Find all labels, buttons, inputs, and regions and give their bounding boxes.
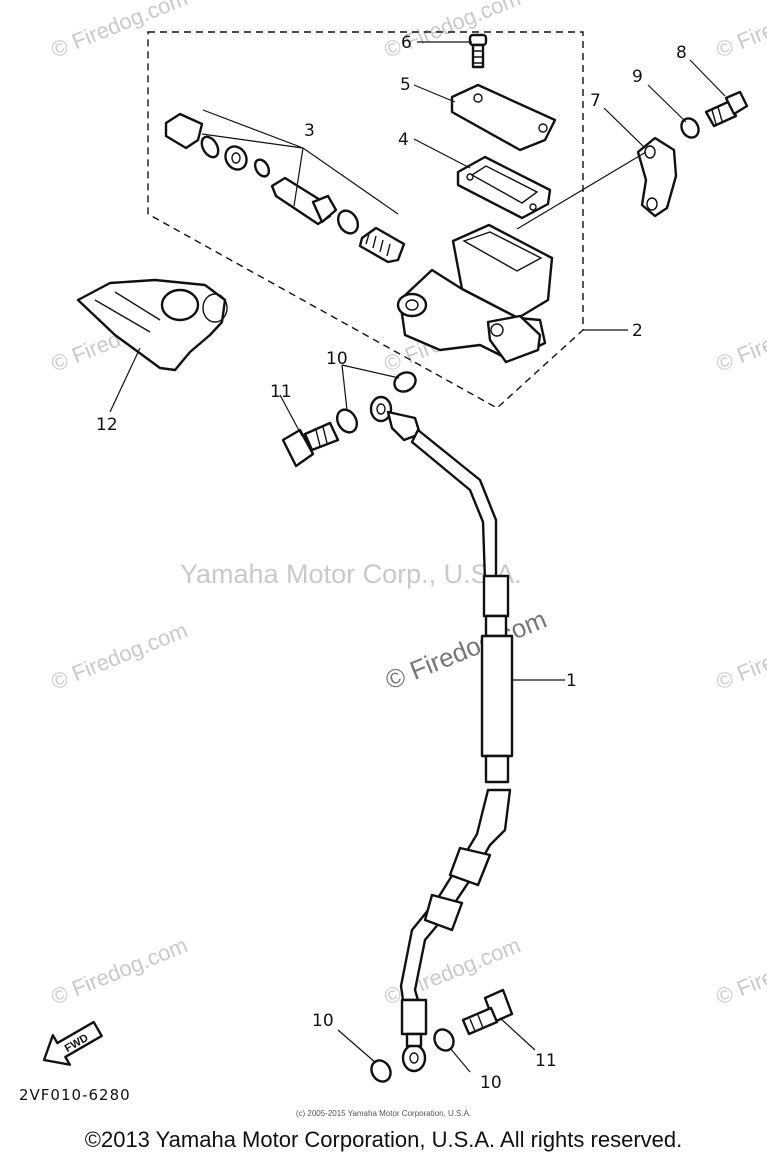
leader-11-bottom [499, 1017, 536, 1051]
leader-10-bottom-left [337, 1029, 377, 1064]
assembly-boundary [147, 31, 584, 409]
leader-12 [109, 347, 141, 413]
leader-5 [413, 84, 456, 103]
leader-10-bottom-right [449, 1047, 471, 1073]
small-copyright: (c) 2005-2015 Yamaha Motor Corporation, … [295, 1109, 472, 1118]
part-11-bolt-bottom [461, 988, 514, 1036]
part-10-washer [335, 408, 359, 434]
callout-9: 9 [632, 67, 643, 87]
callout-1: 1 [566, 671, 577, 691]
callout-7: 7 [590, 91, 601, 111]
fwd-arrow-icon: FWD [42, 1020, 103, 1066]
watermark-firedog: © Firedog.com [48, 0, 191, 63]
callout-3: 3 [304, 121, 315, 141]
part-9-washer [680, 117, 700, 139]
part-4-diaphragm [456, 155, 552, 220]
callout-10: 10 [312, 1011, 334, 1031]
callout-4: 4 [398, 130, 409, 150]
callout-10: 10 [480, 1073, 502, 1093]
leader-11-top [279, 394, 303, 437]
leader-9 [647, 84, 687, 123]
watermark-firedog-center: © Firedog.com [381, 604, 551, 696]
callout-6: 6 [401, 33, 412, 53]
leader-4 [413, 138, 471, 169]
callout-5: 5 [400, 75, 411, 95]
part-6-screw [468, 33, 488, 69]
callout-8: 8 [676, 43, 687, 63]
leader-10-top [341, 364, 400, 411]
part-2-master-cylinder [396, 223, 554, 364]
leader-3 [201, 109, 399, 215]
part-5-reservoir-cover [450, 83, 557, 152]
part-12-lever-cover [76, 278, 228, 372]
watermark-firedog: © Firedog.com [713, 932, 767, 1009]
leader-8 [689, 59, 726, 97]
part-10-washer [393, 371, 417, 393]
watermark-yamaha: Yamaha Motor Corp., U.S.A. [180, 559, 522, 589]
watermark-firedog: © Firedog.com [713, 0, 767, 63]
callout-11: 11 [270, 382, 292, 402]
part-8-bolt [704, 90, 749, 128]
callout-11: 11 [535, 1051, 557, 1071]
callout-2: 2 [632, 321, 643, 341]
part-10-washer [370, 1059, 392, 1083]
leader-7b [516, 151, 647, 230]
part-7-clamp [636, 136, 678, 218]
watermark-firedog: © Firedog.com [713, 299, 767, 376]
part-3-piston-kit [164, 112, 406, 264]
footer-copyright: ©2013 Yamaha Motor Corporation, U.S.A. A… [84, 1127, 683, 1152]
watermark-firedog: © Firedog.com [713, 617, 767, 694]
part-10-washer [433, 1028, 455, 1052]
part-1-brake-hose [369, 395, 514, 1073]
diagram-code: 2VF010-6280 [19, 1086, 131, 1104]
callout-12: 12 [96, 415, 118, 435]
leader-7 [603, 107, 646, 149]
watermark-firedog: © Firedog.com [48, 617, 191, 694]
callout-10: 10 [326, 349, 348, 369]
part-11-bolt-top [281, 421, 340, 468]
watermark-firedog: © Firedog.com [48, 932, 191, 1009]
